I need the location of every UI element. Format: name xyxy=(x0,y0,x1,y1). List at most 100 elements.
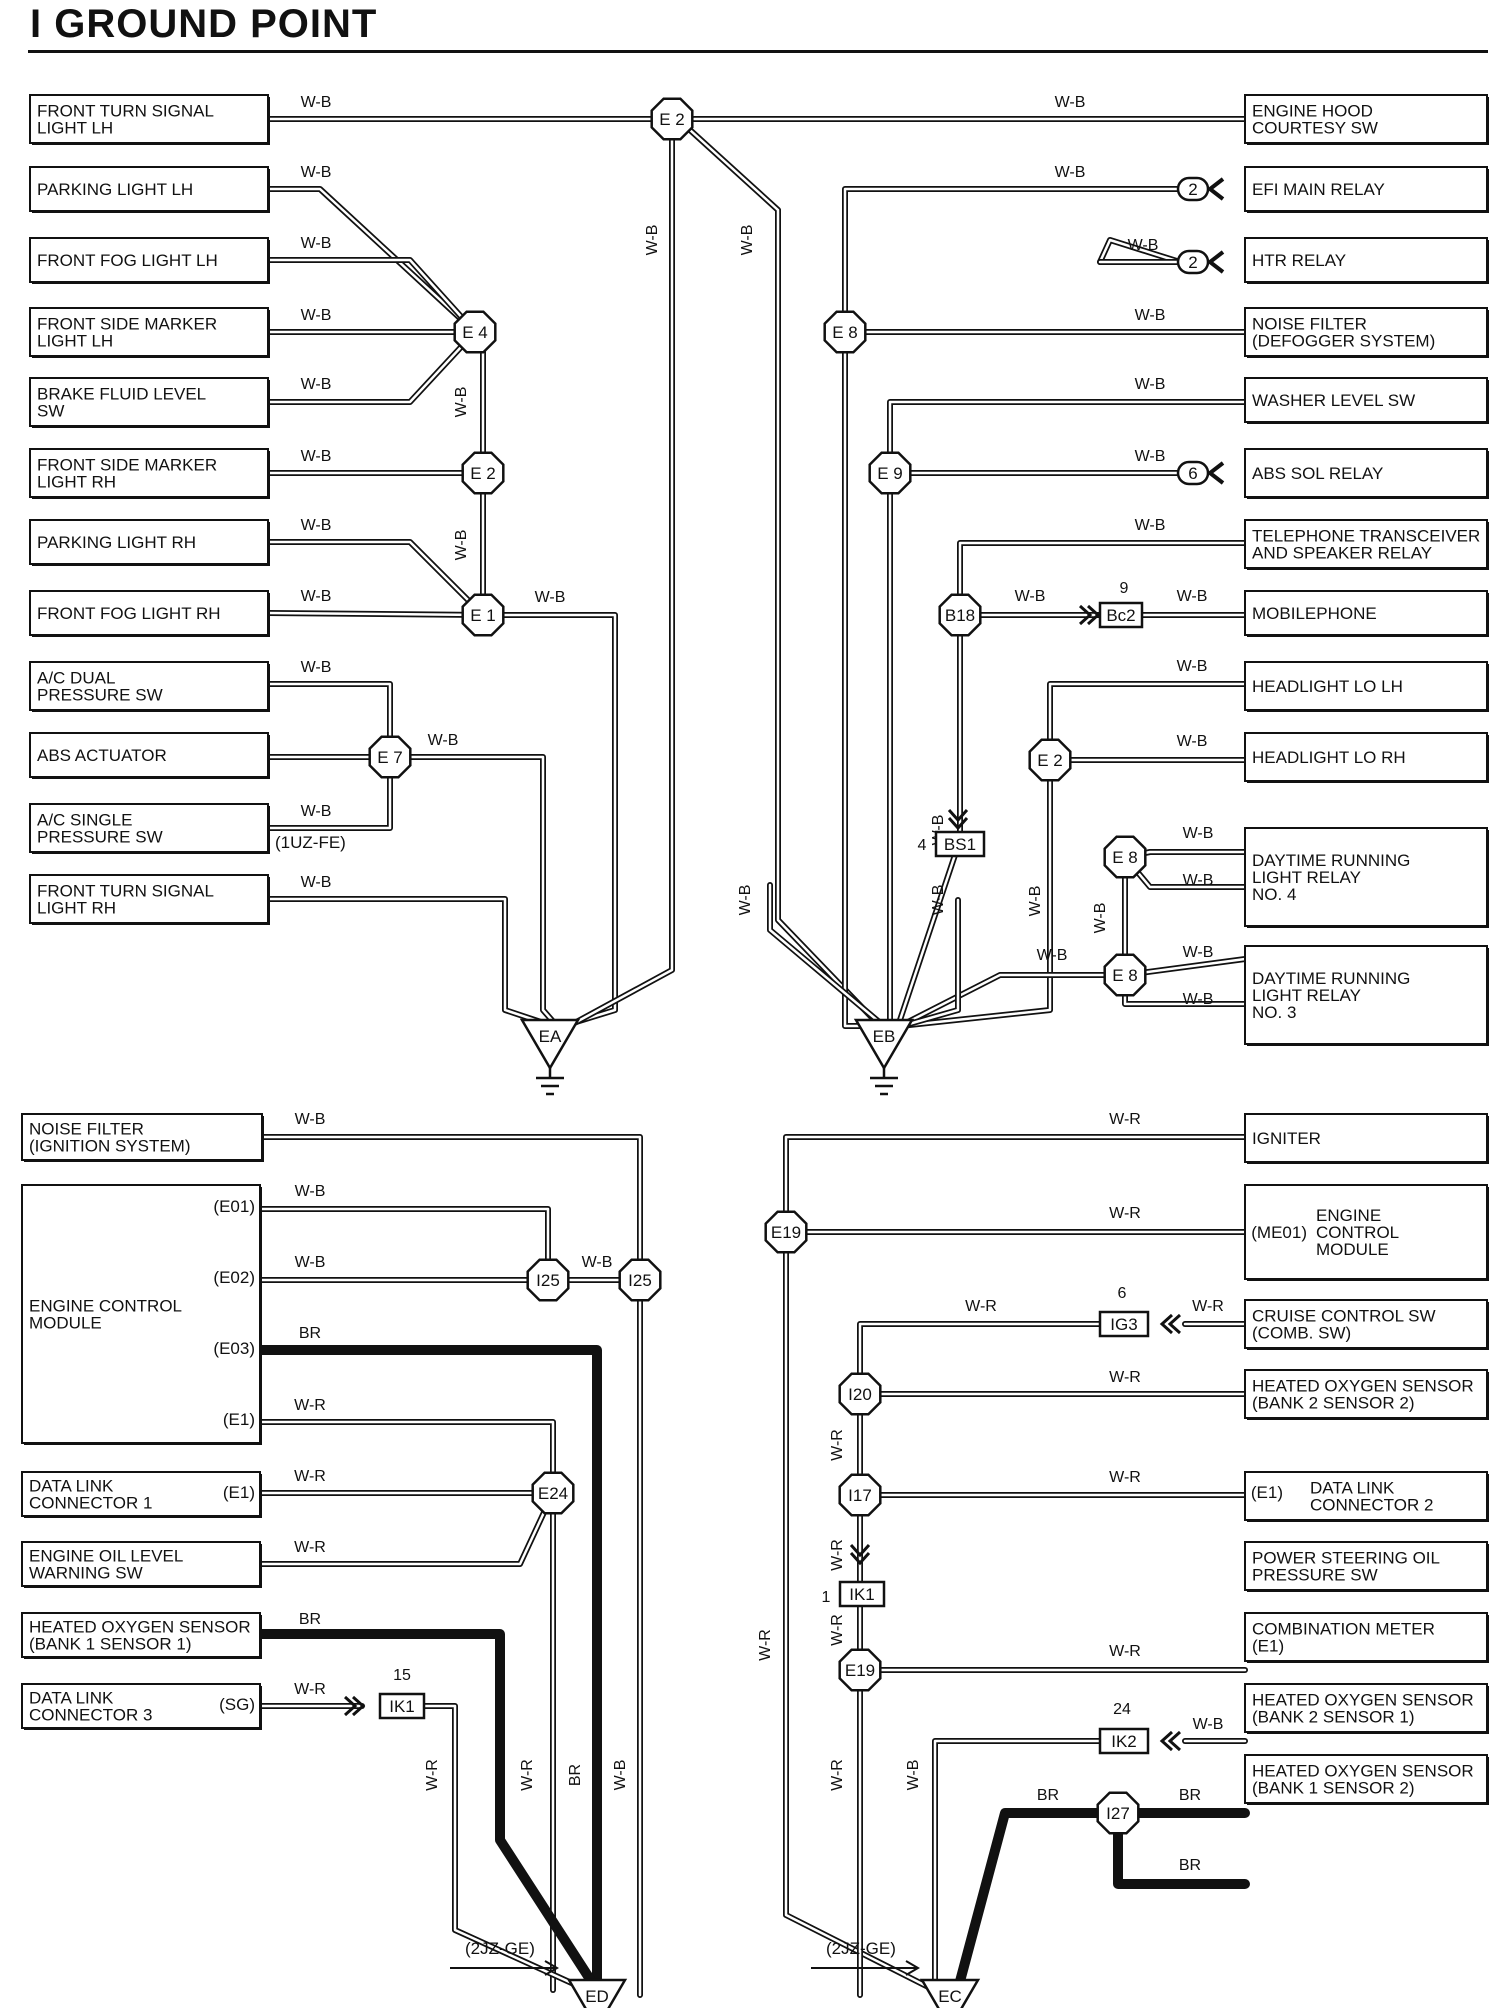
component-label: DATA LINK xyxy=(29,1689,114,1708)
wire-color-label: W-R xyxy=(519,1759,536,1791)
wire-color-label: W-B xyxy=(1135,517,1166,534)
note-arrow-head xyxy=(544,1960,559,1976)
wire-core xyxy=(688,128,882,1028)
component-b_hl_rh: HEADLIGHT LO RH xyxy=(1244,732,1489,783)
wire-core xyxy=(1098,238,1182,264)
wire-color-label: W-B xyxy=(1183,944,1214,961)
component-box xyxy=(1244,1541,1488,1591)
variant-note: (1UZ-FE) xyxy=(275,833,346,852)
junction-node xyxy=(938,593,982,637)
wire-color-label: W-B xyxy=(295,1111,326,1128)
connector-label: IG3 xyxy=(1110,1315,1137,1334)
junction-node xyxy=(1103,953,1147,997)
terminal-pin-label: (E1) xyxy=(223,1483,255,1502)
junction-node-label: B18 xyxy=(945,606,975,625)
component-box xyxy=(1244,448,1488,498)
component-label: LIGHT RELAY xyxy=(1252,986,1361,1005)
wire-core xyxy=(898,973,1127,1028)
wire-color-label: W-B xyxy=(301,164,332,181)
wire-core xyxy=(266,755,559,1028)
wire-core xyxy=(266,330,477,404)
connector-arrow xyxy=(1086,604,1101,626)
connector-arrow xyxy=(849,1551,871,1566)
component-box xyxy=(21,1113,263,1161)
junction-node-label: I27 xyxy=(1106,1804,1130,1823)
terminal-pin-label: (E02) xyxy=(213,1268,255,1287)
wire-color-label: W-B xyxy=(1177,658,1208,675)
wire-color-label: W-B xyxy=(301,376,332,393)
junction-node xyxy=(1096,1791,1140,1835)
wire-core xyxy=(567,117,674,1028)
wire-color-label: W-R xyxy=(829,1614,846,1646)
component-label: CRUISE CONTROL SW xyxy=(1252,1307,1436,1326)
component-b_ho2_b2s1: HEATED OXYGEN SENSOR(BANK 2 SENSOR 1) xyxy=(1244,1683,1489,1734)
junction-node xyxy=(823,310,867,354)
connector-arrow xyxy=(1167,1313,1182,1335)
wire-color-label: W-B xyxy=(301,659,332,676)
junction-node xyxy=(868,451,912,495)
component-label: FRONT FOG LIGHT RH xyxy=(37,604,221,623)
wire-color-label: W-B xyxy=(1183,991,1214,1008)
component-box xyxy=(29,590,269,636)
wire-color-label: W-B xyxy=(453,387,470,418)
wire-core xyxy=(260,1420,555,1492)
wire-color-label: BR xyxy=(299,1325,321,1342)
wire-color-label: W-R xyxy=(424,1759,441,1791)
wire-color-label: W-R xyxy=(294,1397,326,1414)
junction-node-label: E 1 xyxy=(470,606,496,625)
component-label: AND SPEAKER RELAY xyxy=(1252,544,1432,563)
component-box xyxy=(1244,590,1488,636)
component-box xyxy=(1244,661,1488,711)
wire-color-label: W-B xyxy=(453,530,470,561)
wire-color-label: W-R xyxy=(1109,1205,1141,1222)
wire-color-label: W-B xyxy=(1027,886,1044,917)
connector-arrow xyxy=(947,816,969,831)
wire-color-label: BR xyxy=(299,1611,321,1628)
wires xyxy=(257,116,1250,2005)
junction-node-label: E 8 xyxy=(1112,966,1138,985)
connector-pin-number: 6 xyxy=(1118,1285,1127,1302)
connector-label: IK1 xyxy=(389,1697,415,1716)
terminal-pin-label: (E01) xyxy=(213,1197,255,1216)
component-label: NO. 4 xyxy=(1252,885,1296,904)
component-box xyxy=(1244,94,1488,144)
wire-core xyxy=(933,1739,1102,1997)
wire-color-label: W-B xyxy=(295,1254,326,1271)
wire-color-label: W-B xyxy=(1037,947,1068,964)
wire-color-label: W-B xyxy=(301,307,332,324)
wire-color-label: W-R xyxy=(1192,1298,1224,1315)
junction-node-label: E 2 xyxy=(659,110,685,129)
component-box xyxy=(21,1683,261,1729)
component-label: (DEFOGGER SYSTEM) xyxy=(1252,332,1435,351)
wire-color-label: W-B xyxy=(535,589,566,606)
wire-color-label: BR xyxy=(567,1764,584,1786)
junction-node-label: I20 xyxy=(848,1385,872,1404)
wire-color-label: BR xyxy=(1179,1857,1201,1874)
wire-core xyxy=(858,1322,1102,1997)
wire-color-label: W-B xyxy=(301,448,332,465)
component-label: HEATED OXYGEN SENSOR xyxy=(29,1618,251,1637)
component-label: PRESSURE SW xyxy=(37,686,163,705)
junction-node xyxy=(1028,738,1072,782)
wire-color-label: W-B xyxy=(1135,307,1166,324)
component-box xyxy=(1244,945,1488,1045)
component-label: WARNING SW xyxy=(29,1564,143,1583)
connector-label: IK1 xyxy=(849,1585,875,1604)
component-b_hl_lh: HEADLIGHT LO LH xyxy=(1244,661,1489,712)
ground-point xyxy=(519,1018,581,1071)
wire-core xyxy=(266,258,477,334)
component-box xyxy=(1244,1683,1488,1733)
component-b_abs_act: ABS ACTUATOR xyxy=(29,732,270,779)
component-label: ENGINE HOOD xyxy=(1252,102,1373,121)
wire-color-label: W-B xyxy=(737,885,754,916)
wire-color-label: W-B xyxy=(301,588,332,605)
wire-color-label: W-B xyxy=(1177,733,1208,750)
wire-core xyxy=(898,758,1052,1028)
connector-arrow xyxy=(1167,1730,1182,1752)
component-label: MODULE xyxy=(1316,1240,1389,1259)
component-label: LIGHT LH xyxy=(37,332,113,351)
wire-color-label: W-B xyxy=(1193,1716,1224,1733)
component-box xyxy=(1244,1184,1488,1280)
